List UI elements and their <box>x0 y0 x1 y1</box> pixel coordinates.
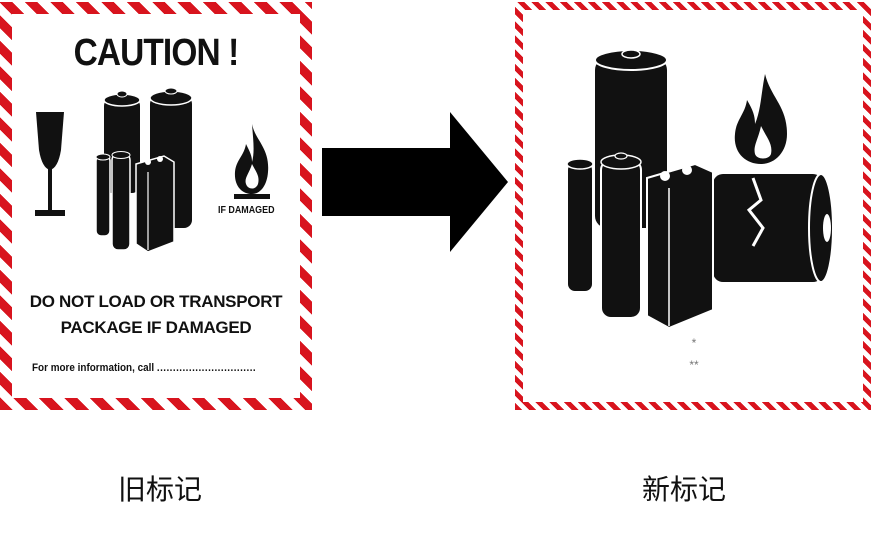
new-label-caption: 新标记 <box>642 473 727 506</box>
batteries-icon <box>95 87 193 252</box>
if-damaged-text: IF DAMAGED <box>218 204 275 216</box>
info-text: For more information, call <box>32 362 155 374</box>
info-line: For more information, call .............… <box>32 362 256 374</box>
old-lithium-battery-label: CAUTION ! IF DAMAGED DO NOT LOAD OR TRAN… <box>0 2 312 410</box>
right-arrow-icon <box>322 112 508 252</box>
fragile-glass-icon <box>35 112 65 216</box>
new-lithium-battery-label: * ** <box>515 2 871 410</box>
flame-icon <box>234 124 270 199</box>
warning-line-2: PACKAGE IF DAMAGED <box>60 318 252 337</box>
info-dots: ............................... <box>156 362 257 374</box>
mark-2: ** <box>689 358 699 372</box>
mark-1: * <box>691 336 697 350</box>
warning-line-1: DO NOT LOAD OR TRANSPORT <box>29 292 283 311</box>
caution-heading: CAUTION ! <box>73 32 240 74</box>
damaged-batteries-flame-icon <box>566 49 834 330</box>
old-label-caption: 旧标记 <box>118 473 203 506</box>
